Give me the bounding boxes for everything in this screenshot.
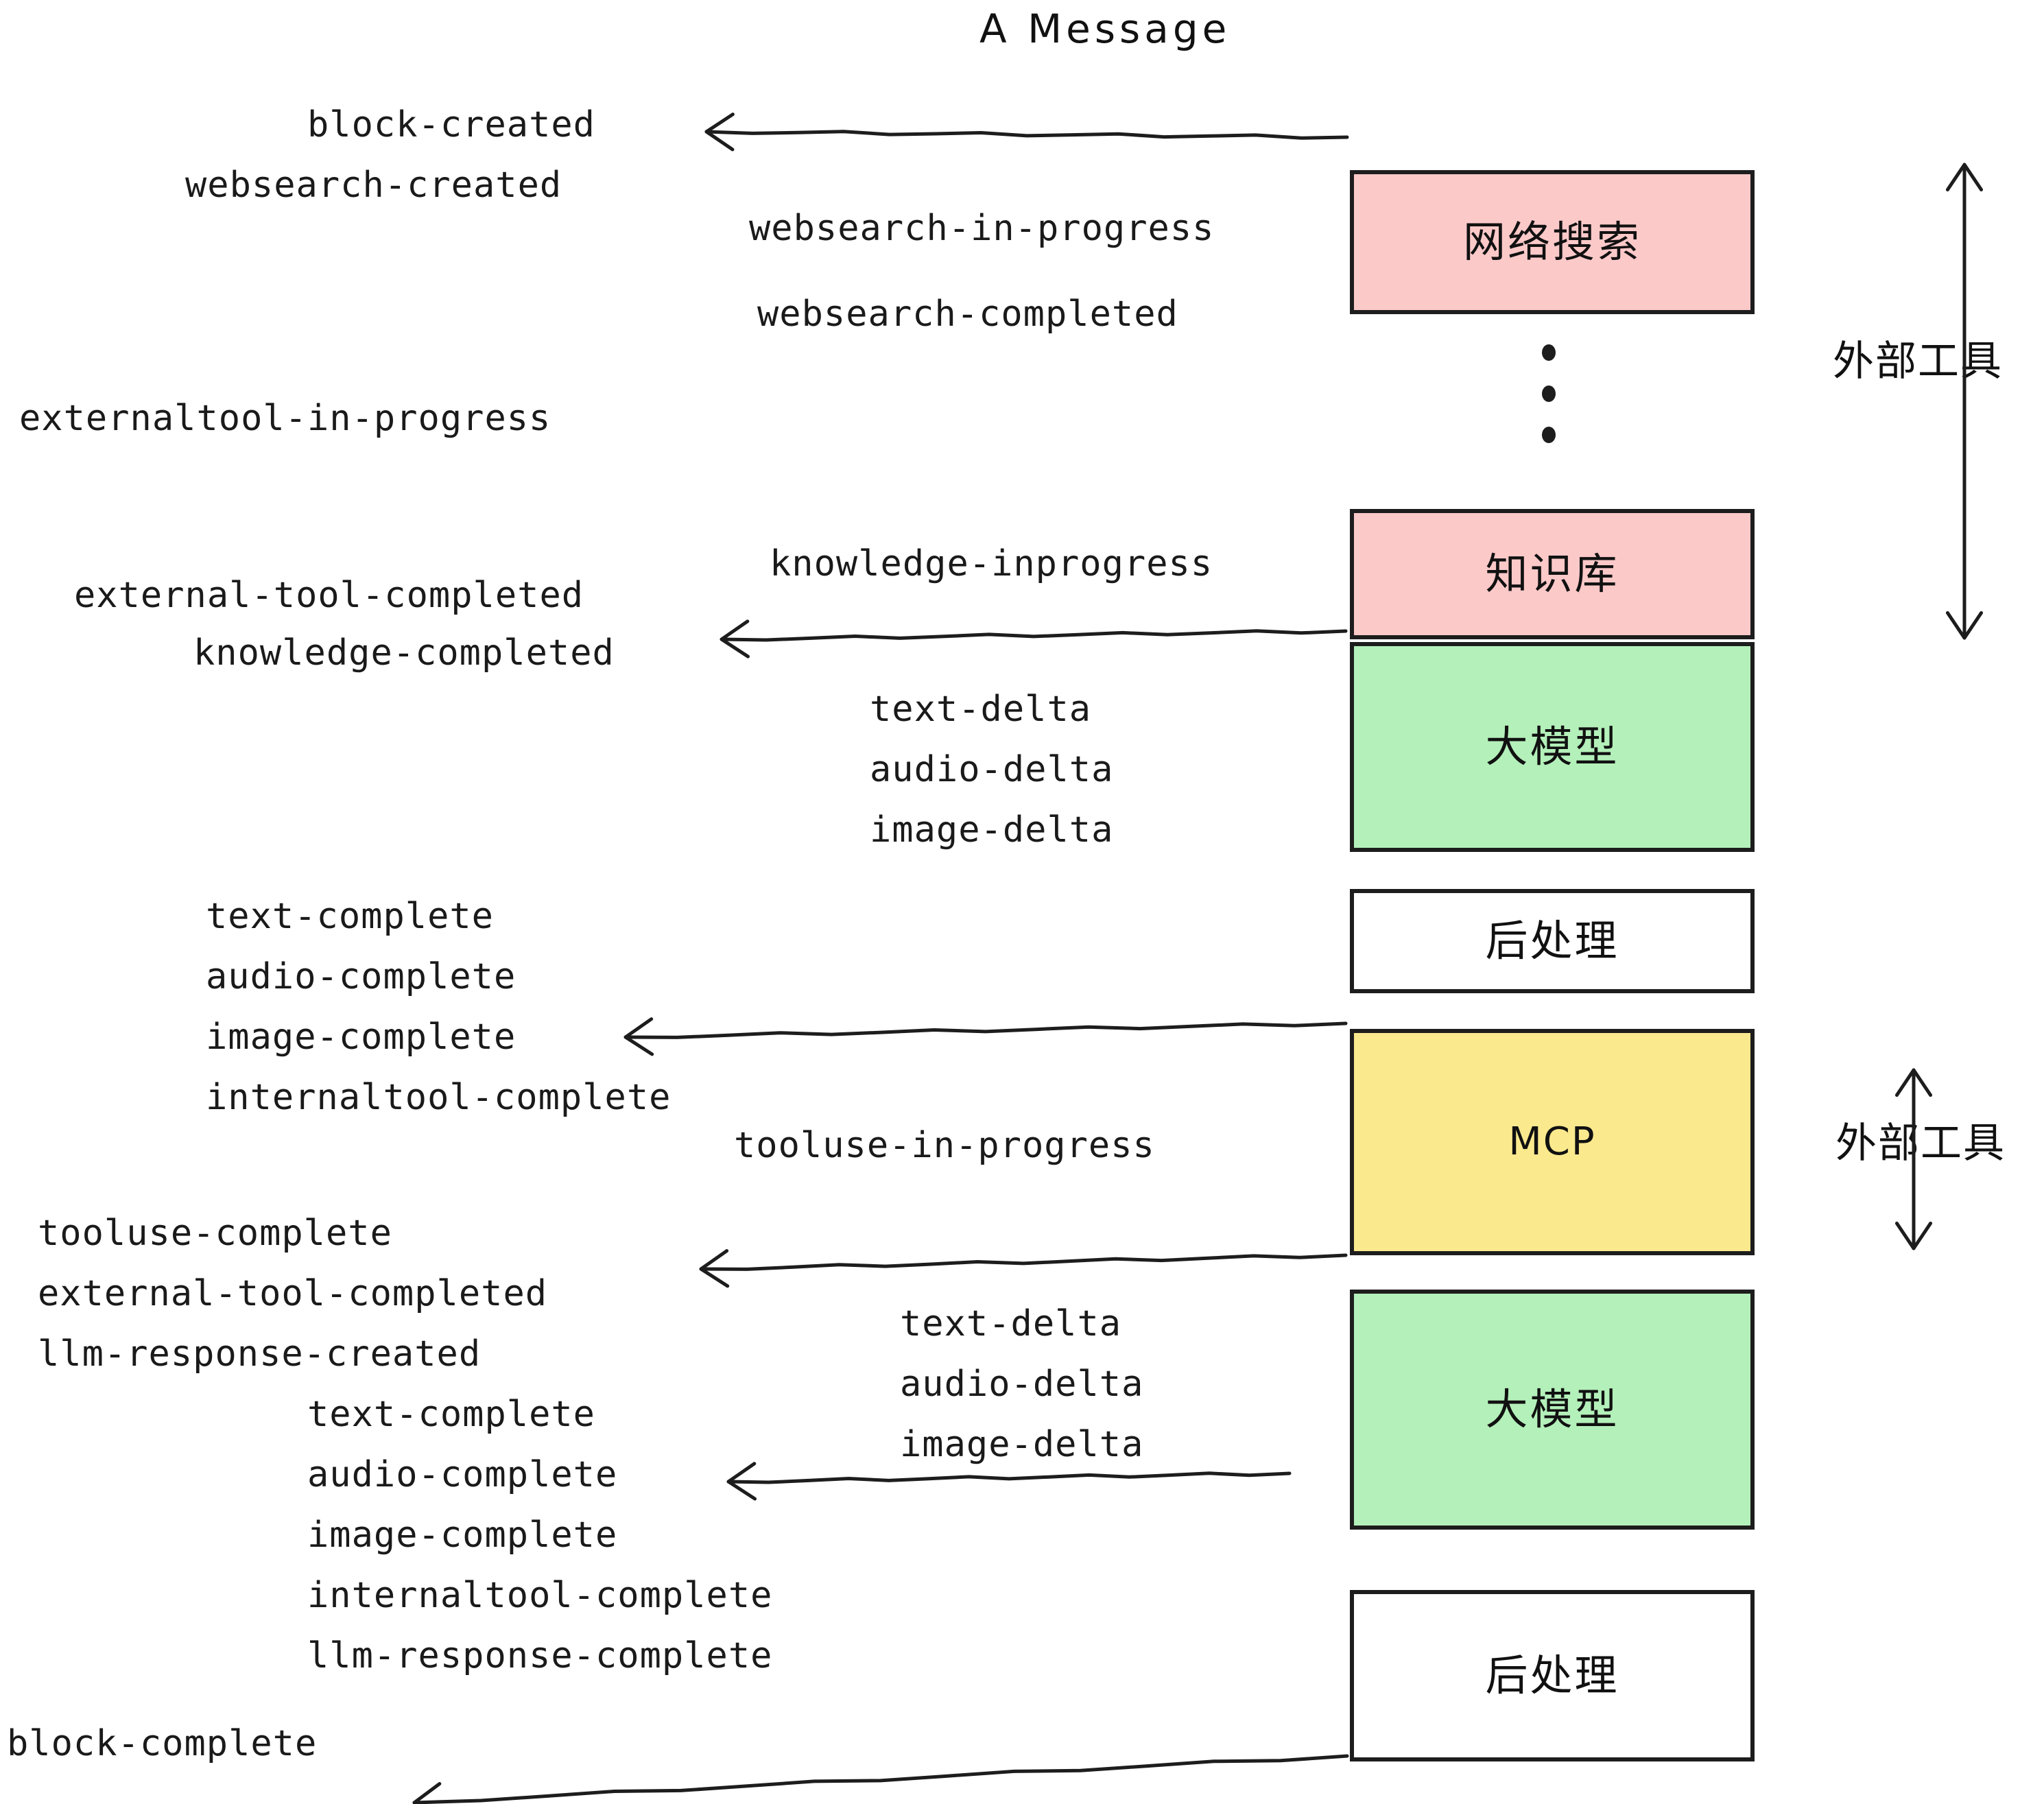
event-label-websearch-completed: websearch-completed xyxy=(757,294,1178,335)
event-label-internaltool-complete-1: internaltool-complete xyxy=(206,1077,672,1118)
event-label-image-complete-2: image-complete xyxy=(307,1515,618,1556)
event-label-knowledge-completed: knowledge-completed xyxy=(193,632,615,674)
arrow-tooluse-complete xyxy=(699,1249,1348,1288)
event-label-image-complete-1: image-complete xyxy=(206,1017,516,1058)
ellipsis-dot xyxy=(1542,344,1556,361)
node-label: 大模型 xyxy=(1485,722,1619,772)
event-label-audio-delta-2: audio-delta xyxy=(900,1364,1144,1405)
arrow-head xyxy=(623,1017,654,1056)
external-tools-arrow-top xyxy=(1945,163,1984,640)
event-label-externaltool-in-progress: externaltool-in-progress xyxy=(19,398,551,439)
event-label-image-delta-2: image-delta xyxy=(900,1424,1144,1465)
node-label: 后处理 xyxy=(1485,1650,1619,1700)
arrow-head xyxy=(412,1781,442,1804)
event-label-text-delta-2: text-delta xyxy=(900,1303,1122,1344)
arrow-head xyxy=(1945,610,1984,640)
ellipsis-dot xyxy=(1542,385,1556,402)
event-label-websearch-created: websearch-created xyxy=(185,165,562,206)
arrow-head xyxy=(699,1249,730,1288)
event-label-text-complete-2: text-complete xyxy=(307,1394,595,1435)
node-box-mcp[interactable]: MCP xyxy=(1350,1029,1755,1255)
arrow-block-created xyxy=(704,112,1349,152)
event-label-internaltool-complete-2: internaltool-complete xyxy=(307,1575,773,1616)
event-label-audio-complete-2: audio-complete xyxy=(307,1454,618,1495)
node-label: MCP xyxy=(1508,1119,1596,1164)
ellipsis-dots-icon xyxy=(1542,344,1556,443)
event-label-audio-delta-1: audio-delta xyxy=(870,749,1114,790)
node-label: 网络搜索 xyxy=(1462,217,1641,267)
event-label-llm-response-created: llm-response-created xyxy=(38,1333,482,1375)
event-label-text-delta-1: text-delta xyxy=(870,689,1092,730)
event-label-audio-complete-1: audio-complete xyxy=(206,956,516,997)
arrow-head xyxy=(704,112,735,152)
node-box-knowledge[interactable]: 知识库 xyxy=(1350,509,1755,639)
node-box-llm-top[interactable]: 大模型 xyxy=(1350,642,1755,852)
node-box-postprocess-top[interactable]: 后处理 xyxy=(1350,889,1755,993)
node-label: 大模型 xyxy=(1485,1384,1619,1434)
node-label: 后处理 xyxy=(1485,916,1619,966)
event-label-image-delta-1: image-delta xyxy=(870,809,1114,851)
arrow-block-complete xyxy=(412,1754,1349,1804)
page-title: A Message xyxy=(979,5,1231,52)
event-label-websearch-in-progress: websearch-in-progress xyxy=(749,208,1215,249)
node-label: 知识库 xyxy=(1485,549,1619,599)
event-label-tooluse-complete: tooluse-complete xyxy=(38,1213,392,1254)
arrow-audio-complete xyxy=(726,1462,1292,1501)
ellipsis-dot xyxy=(1542,427,1556,443)
arrow-head xyxy=(1894,1068,1933,1097)
event-label-external-tool-completed-1: external-tool-completed xyxy=(74,575,584,616)
node-box-llm-bottom[interactable]: 大模型 xyxy=(1350,1290,1755,1530)
arrow-knowledge-done xyxy=(720,619,1348,658)
event-label-llm-response-complete: llm-response-complete xyxy=(307,1635,773,1676)
event-label-block-created: block-created xyxy=(307,104,595,145)
external-tools-label-top: 外部工具 xyxy=(1833,337,2003,385)
external-tools-label-bottom: 外部工具 xyxy=(1835,1119,2006,1167)
event-label-text-complete-1: text-complete xyxy=(206,896,494,937)
arrow-head xyxy=(720,619,750,658)
arrow-head xyxy=(1894,1221,1933,1250)
event-label-block-complete: block-complete xyxy=(7,1723,318,1764)
node-box-websearch[interactable]: 网络搜索 xyxy=(1350,170,1755,314)
node-box-postprocess-bottom[interactable]: 后处理 xyxy=(1350,1590,1755,1761)
arrow-head xyxy=(1945,163,1984,192)
event-label-knowledge-inprogress: knowledge-inprogress xyxy=(770,543,1213,584)
arrow-head xyxy=(726,1462,757,1501)
event-label-external-tool-completed-2: external-tool-completed xyxy=(38,1273,548,1314)
event-label-tooluse-in-progress: tooluse-in-progress xyxy=(734,1125,1155,1166)
arrow-image-complete xyxy=(623,1017,1348,1056)
